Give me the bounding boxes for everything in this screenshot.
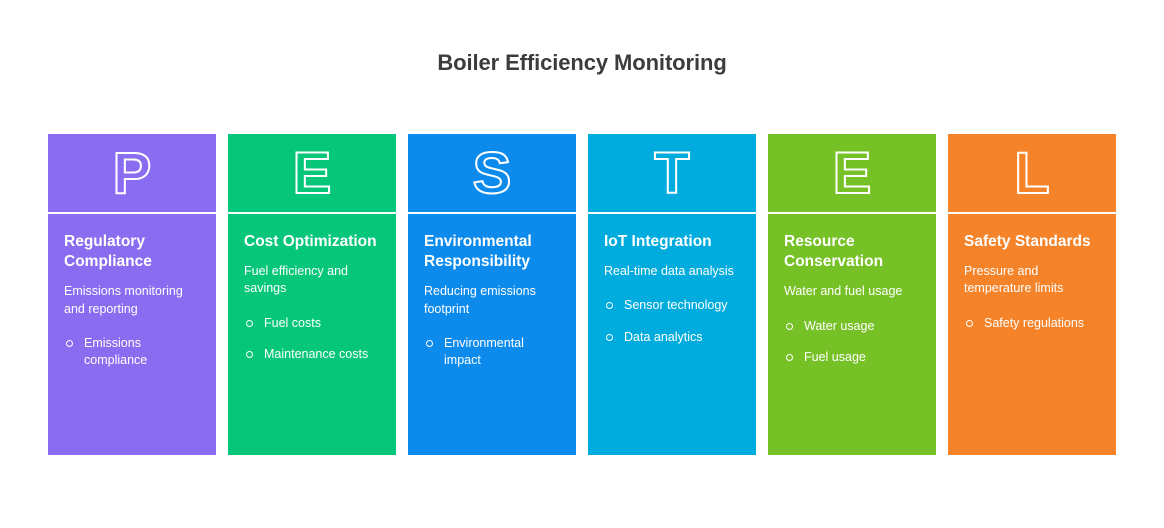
bullet-circle-icon <box>786 353 793 361</box>
list-item-label: Maintenance costs <box>264 346 369 361</box>
bullet-circle-icon <box>426 339 433 347</box>
list-item-label: Environmental impact <box>444 335 524 368</box>
card-bullet-list: Environmental impact <box>424 335 560 370</box>
letter-p-icon: P <box>112 141 153 206</box>
list-item[interactable]: Environmental impact <box>424 335 560 370</box>
list-item[interactable]: Sensor technology <box>604 297 740 314</box>
list-item[interactable]: Emissions compliance <box>64 335 200 370</box>
card-description: Emissions monitoring and reporting <box>64 284 183 316</box>
letter-l-icon: L <box>1013 141 1050 206</box>
page-title: Boiler Efficiency Monitoring <box>437 50 727 75</box>
list-item[interactable]: Water usage <box>784 318 920 335</box>
card-description: Fuel efficiency and savings <box>244 264 348 296</box>
list-item-label: Fuel usage <box>804 349 866 364</box>
bullet-circle-icon <box>786 322 793 330</box>
list-item-label: Emissions compliance <box>84 335 148 368</box>
list-item[interactable]: Maintenance costs <box>244 346 380 363</box>
list-item-label: Sensor technology <box>624 298 728 313</box>
list-item-label: Data analytics <box>624 329 703 344</box>
card-description: Reducing emissions footprint <box>424 284 536 316</box>
bullet-circle-icon <box>606 333 613 341</box>
card-bullet-list: Emissions compliance <box>64 335 200 370</box>
card-description: Water and fuel usage <box>784 284 903 299</box>
list-item[interactable]: Safety regulations <box>964 315 1100 332</box>
list-item[interactable]: Data analytics <box>604 329 740 346</box>
card-title: Resource Conservation <box>784 233 884 271</box>
card-title: IoT Integration <box>604 233 712 250</box>
card-title: Safety Standards <box>964 233 1091 250</box>
bullet-circle-icon <box>966 319 973 327</box>
card-letter-header: T <box>588 134 756 214</box>
list-item[interactable]: Fuel usage <box>784 349 920 366</box>
card-bullet-list: Safety regulations <box>964 315 1100 332</box>
letter-e-icon: E <box>832 141 873 206</box>
card-letter-header: E <box>768 134 936 214</box>
list-item-label: Water usage <box>804 318 875 333</box>
list-item-label: Safety regulations <box>984 315 1085 330</box>
letter-e-icon: E <box>292 141 333 206</box>
bullet-circle-icon <box>246 319 253 327</box>
letter-s-icon: S <box>472 141 513 206</box>
bullet-circle-icon <box>66 339 73 347</box>
bullet-circle-icon <box>606 302 613 310</box>
card-description: Real-time data analysis <box>604 264 734 279</box>
list-item-label: Fuel costs <box>264 315 321 330</box>
card-description: Pressure and temperature limits <box>964 264 1064 296</box>
letter-t-icon: T <box>653 141 690 206</box>
card-letter-header: P <box>48 134 216 214</box>
card-title: Environmental Responsibility <box>424 233 532 271</box>
card-letter-header: L <box>948 134 1116 214</box>
card-letter-header: S <box>408 134 576 214</box>
card-title: Cost Optimization <box>244 233 377 250</box>
card-title: Regulatory Compliance <box>64 233 152 271</box>
bullet-circle-icon <box>246 350 253 358</box>
card-letter-header: E <box>228 134 396 214</box>
list-item[interactable]: Fuel costs <box>244 315 380 332</box>
